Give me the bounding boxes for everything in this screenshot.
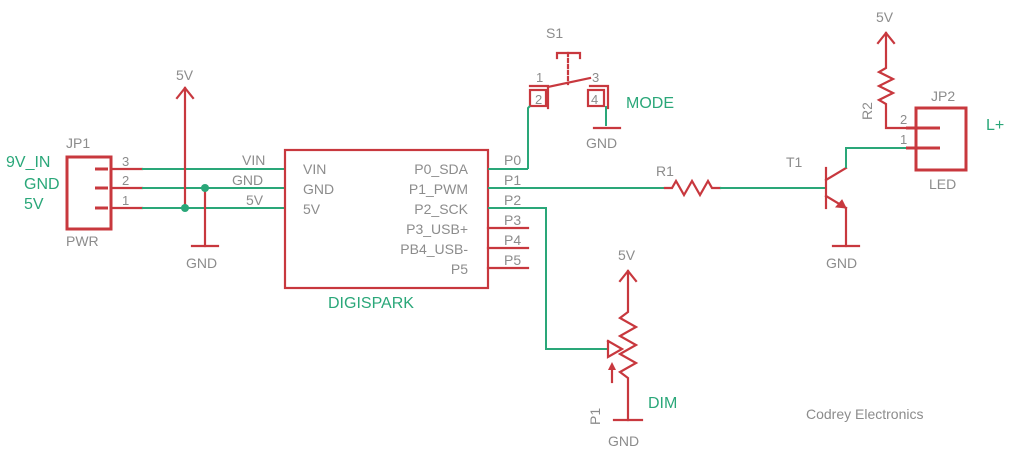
- svg-text:5V: 5V: [618, 247, 636, 263]
- pin-p1-pwm: P1_PWM: [409, 181, 468, 197]
- svg-text:5V: 5V: [876, 9, 894, 25]
- net-label-dim: DIM: [648, 395, 677, 412]
- junction-5v: [181, 204, 189, 212]
- net-p1: P1: [504, 172, 521, 188]
- net-p3: P3: [504, 212, 521, 228]
- jp1-pin-num-3: 3: [122, 154, 129, 169]
- resistor-r2: 5V R2: [859, 9, 908, 130]
- net-p0: P0: [504, 152, 521, 168]
- jp1-pin-num-1: 1: [122, 193, 129, 208]
- p1-ref: P1: [587, 408, 603, 425]
- pin-p3-usb: P3_USB+: [406, 221, 468, 237]
- switch-s1: S1 1 2 3 4 GND MODE: [528, 25, 674, 151]
- jp1-value: PWR: [66, 233, 99, 249]
- jp1-pin-num-2: 2: [122, 173, 129, 188]
- jp1-ref: JP1: [66, 135, 90, 151]
- net-p2: P2: [504, 192, 521, 208]
- jp2-value: LED: [929, 176, 956, 192]
- t1-ref: T1: [786, 154, 803, 170]
- transistor-t1: GND T1: [786, 147, 906, 271]
- net-gnd: GND: [232, 172, 263, 188]
- net-label-lplus: L+: [986, 117, 1004, 134]
- pin-p0-sda: P0_SDA: [414, 161, 468, 177]
- net-5v: 5V: [246, 192, 264, 208]
- s1-ref: S1: [546, 25, 563, 41]
- junction-gnd: [201, 184, 209, 192]
- net-label-mode: MODE: [626, 95, 674, 112]
- pin-gnd: GND: [303, 181, 334, 197]
- ground-left: GND: [186, 244, 220, 271]
- s1-pin-3: 3: [592, 70, 599, 85]
- supply-5v-left: 5V: [175, 67, 195, 100]
- s1-pin-2: 2: [535, 92, 542, 107]
- svg-text:GND: GND: [608, 433, 639, 449]
- jp1-connector: JP1 PWR 3 2 1 9V_IN GND 5V: [6, 135, 144, 249]
- jp2-body: [914, 106, 968, 172]
- net-p4: P4: [504, 232, 521, 248]
- digispark-name: DIGISPARK: [328, 295, 414, 312]
- wire-p0-switch: [527, 105, 531, 169]
- net-label-9v-in: 9V_IN: [6, 154, 50, 171]
- jp1-body: [65, 155, 113, 231]
- svg-text:GND: GND: [186, 255, 217, 271]
- svg-text:5V: 5V: [176, 67, 194, 83]
- pin-p5: P5: [451, 261, 468, 277]
- jp2-pin-1: 1: [900, 132, 907, 147]
- resistor-r1: R1: [656, 163, 722, 198]
- digispark-module: VIN GND 5V VIN GND 5V P0_SDA P1_PWM P2_S…: [232, 148, 530, 312]
- s1-pin-4: 4: [591, 92, 598, 107]
- pin-vin: VIN: [303, 161, 326, 177]
- jp2-connector: JP2 LED 2 1 L+: [900, 88, 1004, 192]
- jp2-ref: JP2: [931, 88, 955, 104]
- digispark-body: [283, 148, 490, 290]
- wire-p2-pot: [528, 207, 608, 350]
- svg-text:GND: GND: [586, 135, 617, 151]
- potentiometer-p1: 5V GND P1 DIM: [587, 247, 677, 449]
- net-label-gnd: GND: [24, 176, 60, 193]
- s1-pin-1: 1: [536, 70, 543, 85]
- net-p5: P5: [504, 252, 521, 268]
- svg-text:GND: GND: [826, 255, 857, 271]
- jp2-pin-2: 2: [900, 112, 907, 127]
- pin-5v: 5V: [303, 201, 321, 217]
- net-vin: VIN: [242, 152, 265, 168]
- credit-text: Codrey Electronics: [806, 406, 924, 422]
- net-label-5v: 5V: [24, 196, 44, 213]
- pin-pb4-usb: PB4_USB-: [400, 241, 468, 257]
- wire-collector: [845, 147, 906, 168]
- r1-ref: R1: [656, 163, 674, 179]
- pin-p2-sck: P2_SCK: [414, 201, 468, 217]
- r2-ref: R2: [859, 102, 875, 120]
- power-wires: [142, 86, 285, 248]
